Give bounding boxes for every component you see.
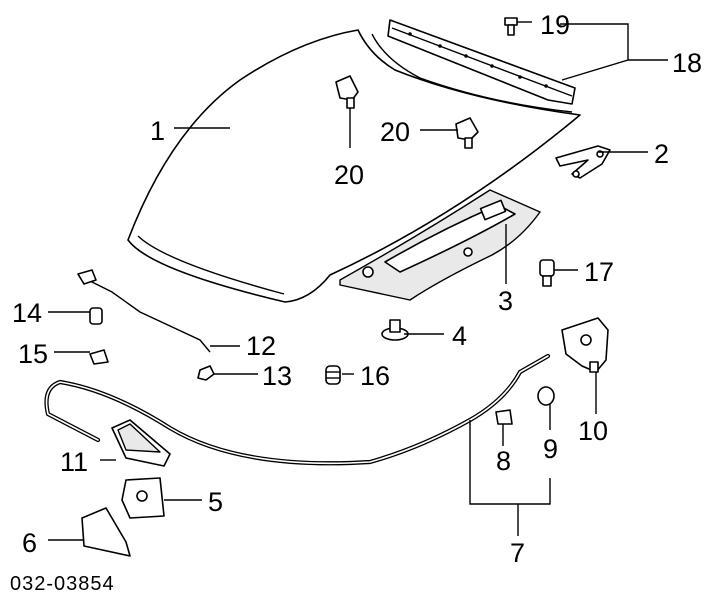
hood-support-rod: [77, 269, 211, 353]
callout-19: 19: [540, 10, 570, 40]
clip-17: [539, 259, 555, 287]
callout-17: 17: [584, 257, 614, 287]
hood-panel: [127, 29, 581, 303]
callout-3: 3: [498, 286, 513, 316]
callout-20-upper: 20: [334, 160, 364, 190]
hood-bumper-stop: [335, 75, 359, 109]
callout-18: 18: [672, 48, 702, 78]
nut-13: [197, 365, 215, 381]
leader-lines: [48, 21, 668, 541]
callout-1: 1: [150, 116, 165, 146]
hood-hinge: [555, 145, 611, 179]
callout-2: 2: [654, 139, 669, 169]
hood-release-handle: [111, 419, 171, 467]
hood-release-cable: [44, 353, 551, 466]
clip-15: [89, 349, 109, 365]
bolt-19: [504, 17, 518, 36]
callout-15: 15: [18, 339, 48, 369]
callout-6: 6: [22, 528, 37, 558]
callout-10: 10: [578, 416, 608, 446]
callout-16: 16: [360, 361, 390, 391]
hood-insulator-frame: [339, 189, 541, 301]
cable-grommet-9: [537, 386, 555, 406]
clip-16: [325, 365, 341, 385]
callout-12: 12: [246, 331, 276, 361]
reference-code: 032-03854: [10, 573, 115, 595]
callout-14: 14: [12, 298, 42, 328]
callouts: 1 2 3 4 5 6 7 8 9 10 11 12 13 14 15 16 1…: [12, 10, 702, 568]
callout-9: 9: [543, 434, 558, 464]
clip-14: [89, 307, 103, 325]
callout-8: 8: [496, 446, 511, 476]
callout-7: 7: [510, 538, 525, 568]
hood-striker: [121, 477, 165, 519]
hood-seal-strip: [387, 19, 576, 105]
hood-bumper-stop-2: [455, 117, 479, 149]
bumper-4: [381, 319, 409, 341]
callout-11: 11: [60, 447, 88, 477]
callout-5: 5: [208, 487, 223, 517]
callout-4: 4: [452, 321, 467, 351]
callout-13: 13: [262, 361, 292, 391]
callout-20-lower: 20: [380, 117, 410, 147]
latch-cover: [81, 507, 131, 557]
hood-latch: [561, 317, 609, 373]
cable-clip-8: [495, 409, 513, 425]
